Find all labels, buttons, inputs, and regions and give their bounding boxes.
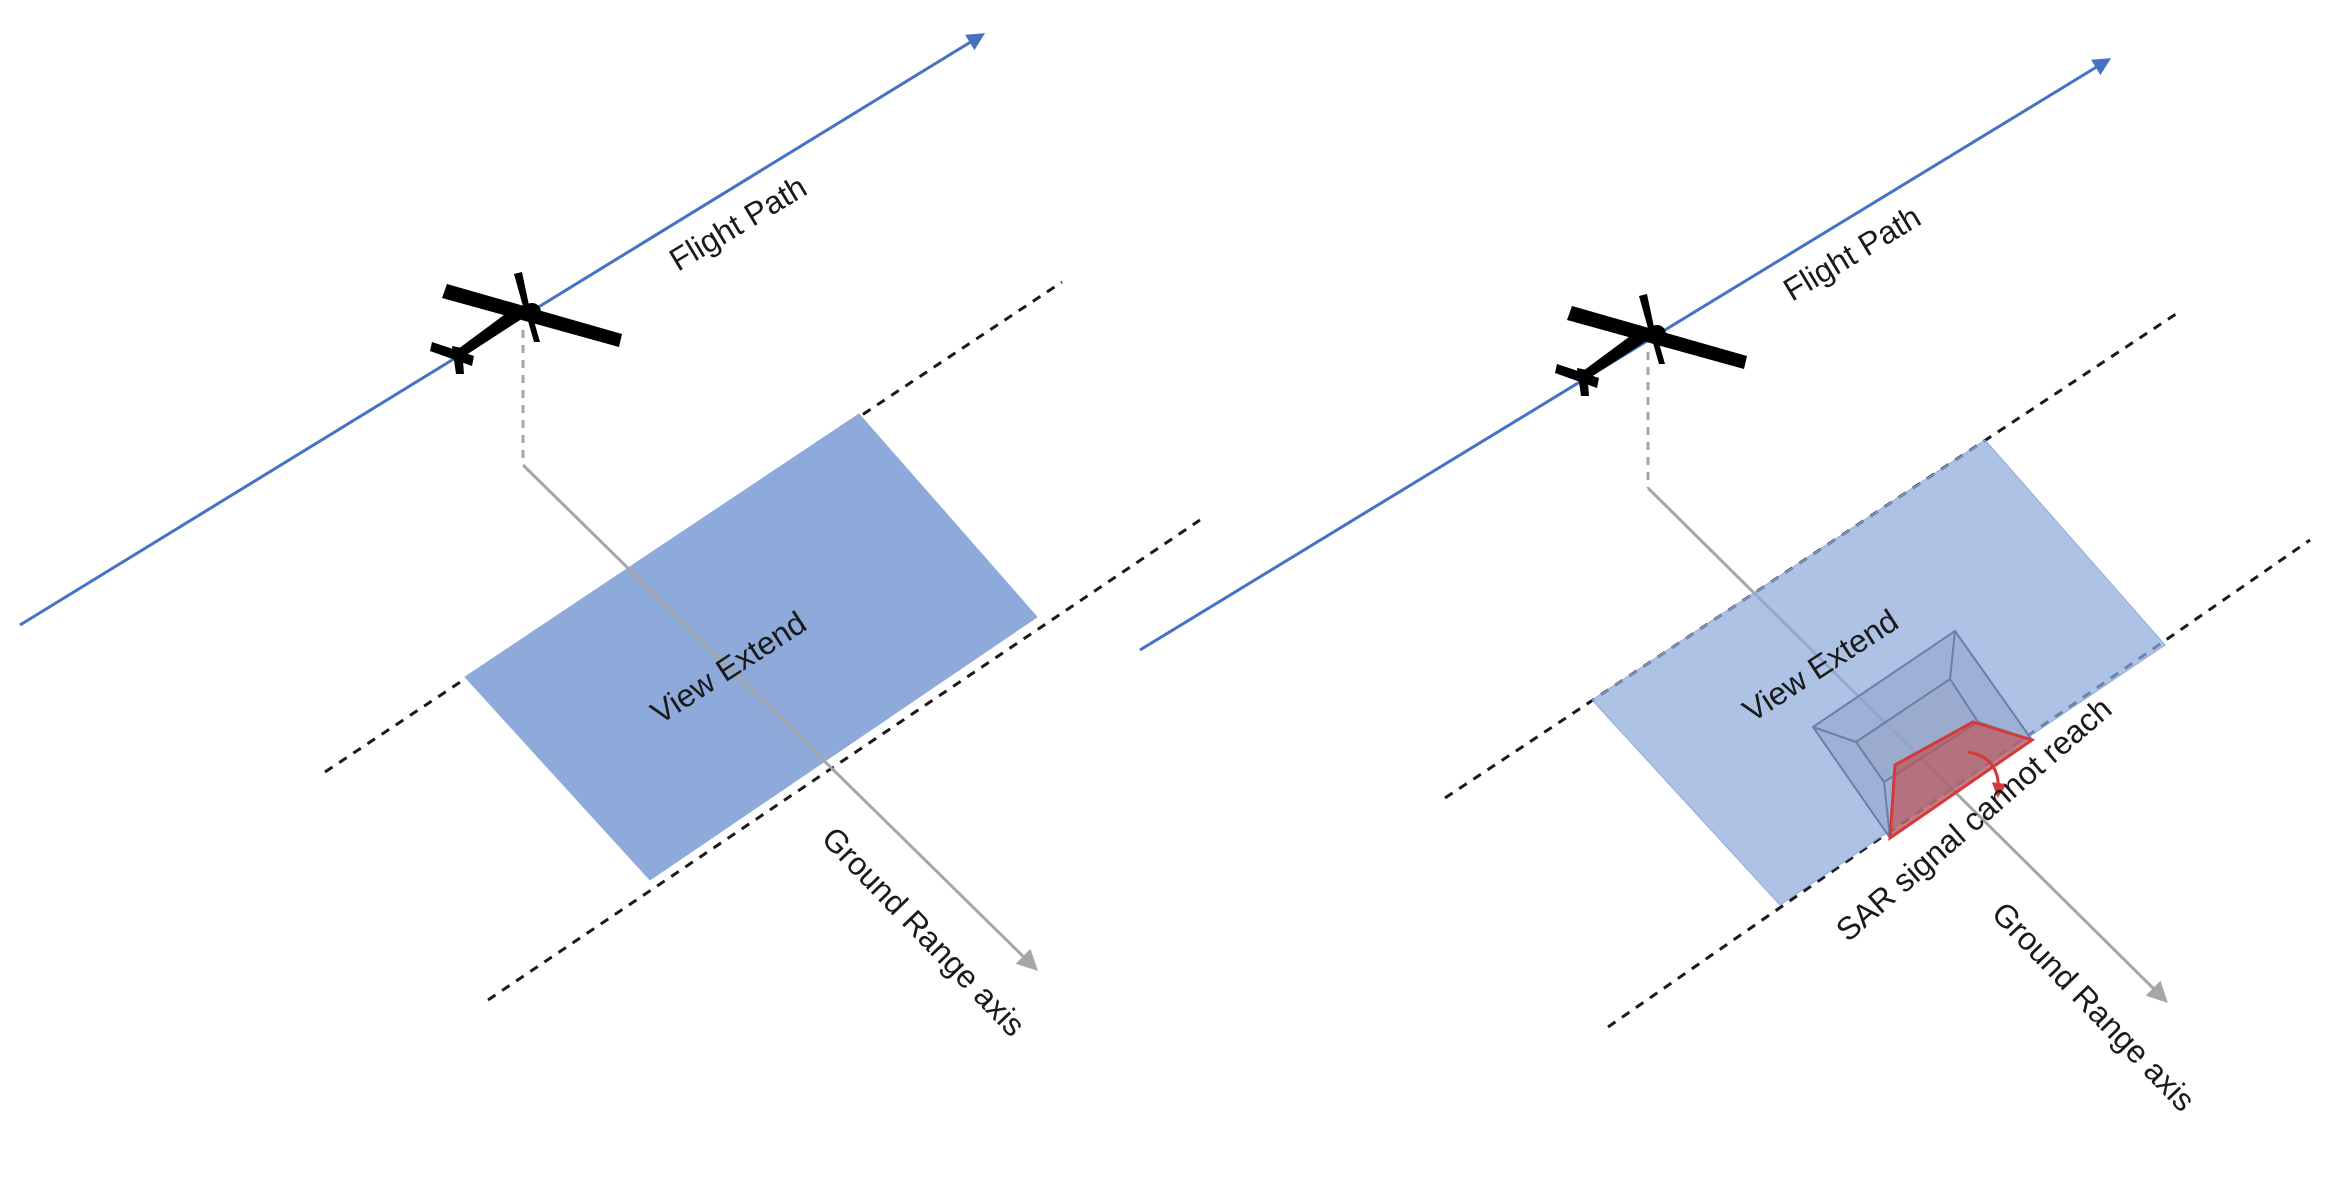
swath-far-line	[487, 518, 1201, 1002]
ground-range-axis	[521, 463, 1038, 971]
swath-near-line	[1444, 308, 2183, 800]
view-extent-area	[464, 413, 1038, 881]
aircraft-icon	[430, 272, 622, 374]
right-panel: Flight Path View Extend SAR signal canno…	[1139, 58, 2311, 1118]
radar-shadow-area	[1888, 720, 2036, 842]
shadow-arrow	[1967, 750, 2007, 798]
view-extent-area	[1591, 439, 2166, 906]
left-panel: Flight Path View Extend Ground Range axi…	[19, 33, 1201, 1043]
aircraft-icon	[1555, 294, 1747, 396]
